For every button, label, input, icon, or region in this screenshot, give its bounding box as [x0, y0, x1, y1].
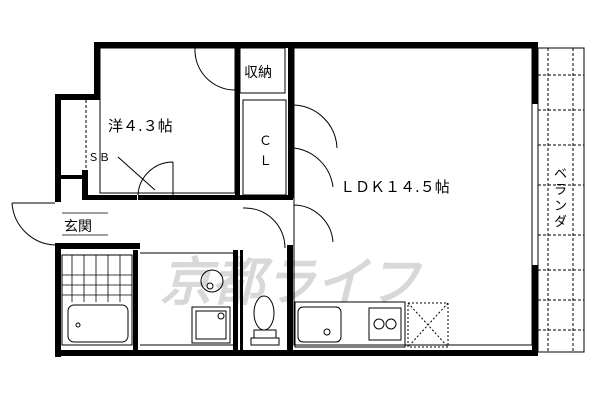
room-label-western: 洋４.３帖 [108, 117, 173, 135]
balcony-char: ン [554, 199, 567, 214]
thin-lines [11, 47, 585, 353]
room-label-ldk: ＬＤＫ１４.５帖 [340, 178, 450, 196]
label-closet-l: Ｌ [259, 154, 272, 169]
walls [55, 42, 538, 357]
balcony-char: ラ [554, 183, 567, 198]
label-shoe-box: ＳＢ [88, 151, 110, 164]
balcony-char: ベ [554, 167, 567, 182]
balcony-char: ダ [554, 215, 567, 230]
label-storage: 収納 [244, 65, 272, 81]
label-balcony: ベ ラ ン ダ [554, 167, 567, 230]
label-entrance: 玄関 [64, 218, 92, 235]
label-closet-c: Ｃ [259, 134, 272, 149]
